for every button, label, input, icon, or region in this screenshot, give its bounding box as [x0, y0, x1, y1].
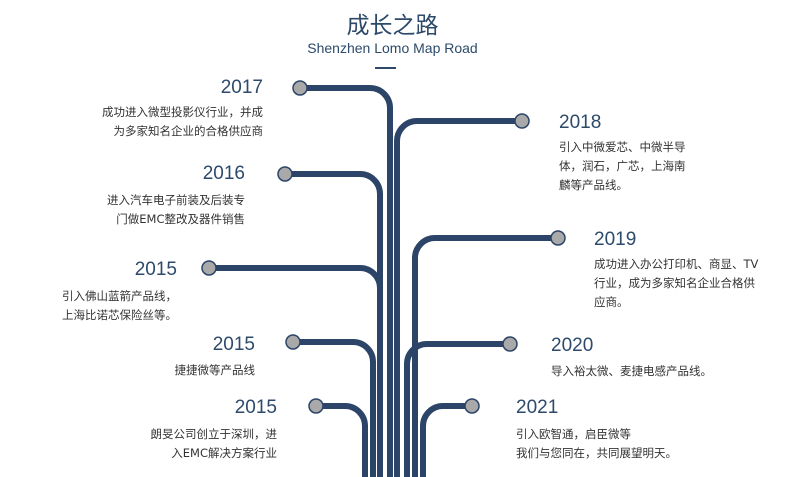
dot-2016	[277, 166, 293, 182]
milestone-desc: 朗旻公司创立于深圳，进入EMC解决方案行业	[150, 427, 278, 460]
milestone-year: 2015	[134, 259, 177, 280]
dot-2015-c	[308, 398, 324, 414]
milestone-2015-a: 2015 引入佛山蓝箭产品线，上海比诺芯保险丝等。	[62, 259, 177, 325]
branch-2017	[300, 85, 393, 477]
milestone-year: 2020	[551, 335, 594, 356]
milestone-desc: 进入汽车电子前装及后装专门做EMC整改及器件销售	[107, 193, 245, 226]
dot-2017	[292, 80, 308, 96]
milestone-desc: 捷捷微等产品线	[174, 363, 256, 377]
milestone-2018: 2018 引入中微爱芯、中微半导体，润石，广芯，上海南麟等产品线。	[559, 112, 686, 195]
page-title: 成长之路	[346, 13, 439, 39]
title-divider	[375, 67, 396, 69]
milestone-desc: 成功进入微型投影仪行业，并成为多家知名企业的合格供应商	[102, 105, 263, 138]
milestone-2021: 2021 引入欧智通，启臣微等我们与您同在，共同展望明天。	[516, 397, 677, 463]
dot-2020	[502, 336, 518, 352]
dot-2021	[464, 398, 480, 414]
milestone-desc: 引入欧智通，启臣微等我们与您同在，共同展望明天。	[516, 427, 677, 460]
branch-2015-a	[209, 265, 383, 477]
milestone-year: 2019	[594, 229, 637, 250]
milestone-year: 2021	[516, 397, 559, 418]
milestone-year: 2017	[220, 77, 263, 98]
branch-2015-c	[316, 403, 368, 477]
milestone-desc: 导入裕太微、麦捷电感产品线。	[551, 364, 712, 378]
branch-2021	[420, 403, 472, 477]
milestone-desc: 引入佛山蓝箭产品线，上海比诺芯保险丝等。	[62, 289, 177, 322]
milestone-year: 2016	[202, 163, 245, 184]
milestone-2020: 2020 导入裕太微、麦捷电感产品线。	[551, 335, 712, 381]
milestone-year: 2018	[559, 112, 602, 133]
dot-2018	[514, 113, 530, 129]
branch-2015-b	[293, 339, 376, 477]
milestone-2015-c: 2015 朗旻公司创立于深圳，进入EMC解决方案行业	[151, 397, 278, 463]
milestone-year: 2015	[234, 397, 277, 418]
branch-2016	[285, 171, 383, 477]
dot-2019	[550, 230, 566, 246]
branch-2020	[404, 341, 510, 477]
dot-2015-b	[285, 334, 301, 350]
milestone-2016: 2016 进入汽车电子前装及后装专门做EMC整改及器件销售	[107, 163, 245, 229]
milestone-desc: 引入中微爱芯、中微半导体，润石，广芯，上海南麟等产品线。	[559, 140, 686, 192]
branch-2018	[394, 118, 522, 477]
dot-2015-a	[201, 260, 217, 276]
milestone-2015-b: 2015 捷捷微等产品线	[175, 334, 256, 380]
branch-2019	[412, 235, 558, 477]
milestone-2017: 2017 成功进入微型投影仪行业，并成为多家知名企业的合格供应商	[102, 77, 263, 141]
milestone-year: 2015	[212, 334, 255, 355]
page-subtitle: Shenzhen Lomo Map Road	[307, 40, 478, 56]
